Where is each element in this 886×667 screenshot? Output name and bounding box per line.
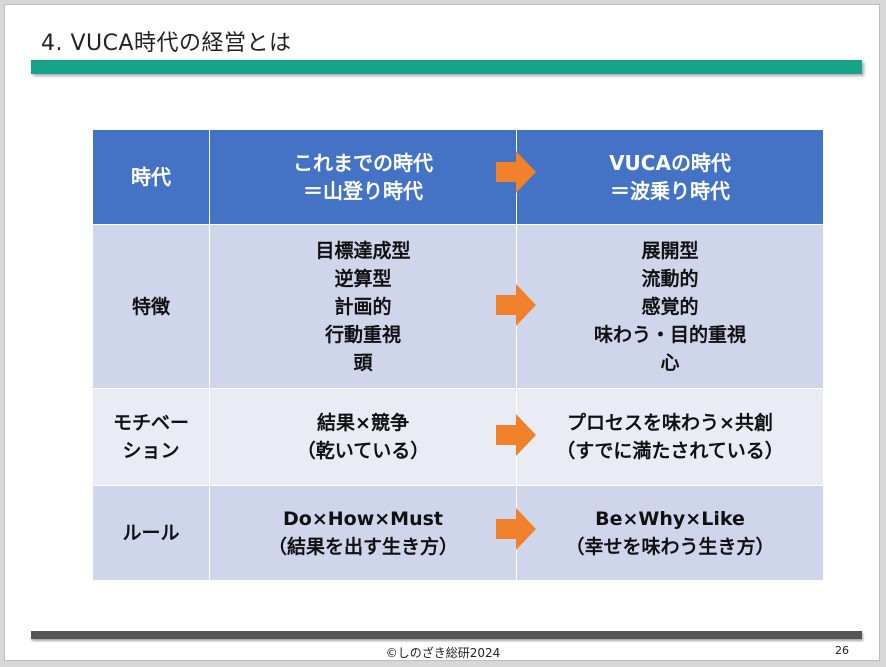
cell-line: Be×Why×Like	[595, 508, 745, 530]
cell-line: （すでに満たされている）	[556, 440, 784, 462]
page-number: 26	[835, 644, 849, 657]
row-label-cell: モチベー ション	[92, 388, 210, 486]
arrow-right-icon	[496, 414, 536, 456]
title-underline-bar	[31, 60, 862, 74]
row-label: 特徴	[131, 295, 170, 318]
row-right-cell: Be×Why×Like （幸せを味わう生き方）	[516, 485, 824, 581]
footer-copyright: ©しのざき総研2024	[385, 646, 501, 660]
footer-bar	[31, 631, 862, 639]
header-label-cell: 時代	[92, 129, 210, 225]
row-left-cell: Do×How×Must （結果を出す生き方）	[209, 485, 517, 581]
cell-line: Do×How×Must	[283, 508, 443, 530]
comparison-table: 時代 これまでの時代 ＝山登り時代 VUCAの時代 ＝波乗り時代 特徴 目標達成…	[92, 129, 824, 581]
header-right-line: VUCAの時代	[609, 151, 731, 175]
cell-line: 逆算型	[334, 267, 392, 290]
row-right-cell: 展開型 流動的 感覚的 味わう・目的重視 心	[516, 224, 824, 389]
cell-line: 展開型	[641, 239, 699, 262]
slide-title: 4. VUCA時代の経営とは	[41, 31, 292, 56]
row-label-cell: ルール	[92, 485, 210, 581]
row-label: ルール	[122, 522, 180, 544]
cell-line: 行動重視	[324, 323, 401, 346]
row-label: ション	[122, 440, 180, 462]
row-label-cell: 特徴	[92, 224, 210, 389]
cell-line: プロセスを味わう×共創	[567, 412, 773, 434]
table-row: モチベー ション 結果×競争 （乾いている） プロセスを味わう×共創 （すでに満…	[92, 388, 824, 486]
header-label: 時代	[131, 165, 171, 189]
cell-line: （幸せを味わう生き方）	[565, 536, 775, 558]
arrow-right-icon	[496, 284, 536, 326]
cell-line: 心	[660, 351, 680, 374]
header-left-line: ＝山登り時代	[303, 179, 423, 203]
row-right-cell: プロセスを味わう×共創 （すでに満たされている）	[516, 388, 824, 486]
header-right-cell: VUCAの時代 ＝波乗り時代	[516, 129, 824, 225]
row-left-cell: 目標達成型 逆算型 計画的 行動重視 頭	[209, 224, 517, 389]
cell-line: 結果×競争	[317, 412, 409, 434]
cell-line: 計画的	[334, 295, 392, 318]
header-right-line: ＝波乗り時代	[610, 179, 730, 203]
header-left-line: これまでの時代	[293, 151, 433, 175]
cell-line: （乾いている）	[296, 440, 430, 462]
cell-line: （結果を出す生き方）	[267, 536, 458, 558]
header-left-cell: これまでの時代 ＝山登り時代	[209, 129, 517, 225]
table-row: ルール Do×How×Must （結果を出す生き方） Be×Why×Like （…	[92, 485, 824, 581]
arrow-right-icon	[496, 508, 536, 550]
row-left-cell: 結果×競争 （乾いている）	[209, 388, 517, 486]
cell-line: 流動的	[641, 267, 699, 290]
cell-line: 頭	[353, 351, 373, 374]
table-row: 特徴 目標達成型 逆算型 計画的 行動重視 頭 展開型 流動的 感覚的 味わう・…	[92, 224, 824, 389]
cell-line: 感覚的	[641, 295, 699, 318]
slide: 4. VUCA時代の経営とは 時代 これまでの時代 ＝山登り時代 VUCAの時代…	[4, 4, 880, 661]
cell-line: 目標達成型	[315, 239, 411, 262]
table-header-row: 時代 これまでの時代 ＝山登り時代 VUCAの時代 ＝波乗り時代	[92, 129, 824, 225]
arrow-right-icon	[496, 151, 536, 193]
cell-line: 味わう・目的重視	[593, 323, 746, 346]
row-label: モチベー	[112, 412, 189, 434]
